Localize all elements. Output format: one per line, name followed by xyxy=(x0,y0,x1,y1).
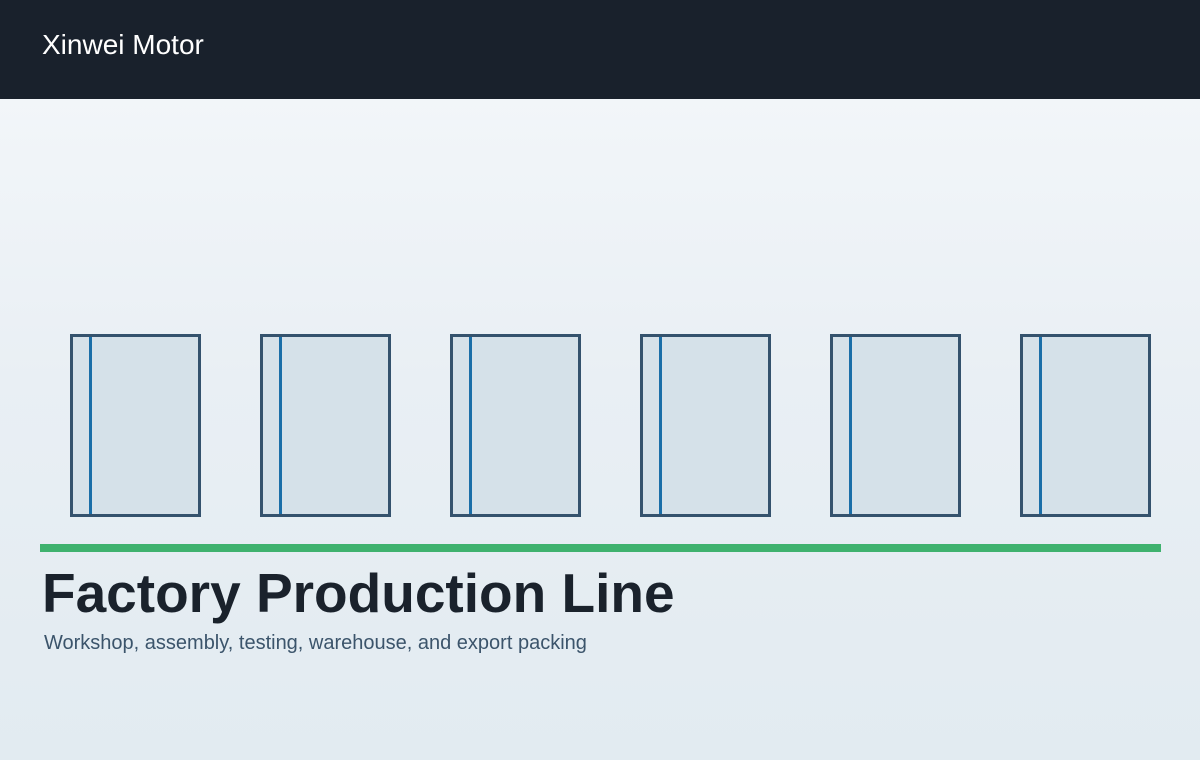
line-panel xyxy=(830,334,961,517)
panel-stripe xyxy=(279,337,282,514)
line-panel xyxy=(640,334,771,517)
line-panel xyxy=(260,334,391,517)
line-panel xyxy=(450,334,581,517)
accent-divider xyxy=(40,544,1161,552)
panel-stripe xyxy=(89,337,92,514)
panel-stripe xyxy=(659,337,662,514)
page-title: Factory Production Line xyxy=(42,562,675,624)
panel-stripe xyxy=(1039,337,1042,514)
production-line-illustration xyxy=(70,334,1152,517)
panel-stripe xyxy=(469,337,472,514)
line-panel xyxy=(70,334,201,517)
line-panel xyxy=(1020,334,1151,517)
brand-name[interactable]: Xinwei Motor xyxy=(42,29,204,60)
top-bar: Xinwei Motor xyxy=(0,0,1200,99)
panel-stripe xyxy=(849,337,852,514)
page-subtitle: Workshop, assembly, testing, warehouse, … xyxy=(44,632,587,654)
